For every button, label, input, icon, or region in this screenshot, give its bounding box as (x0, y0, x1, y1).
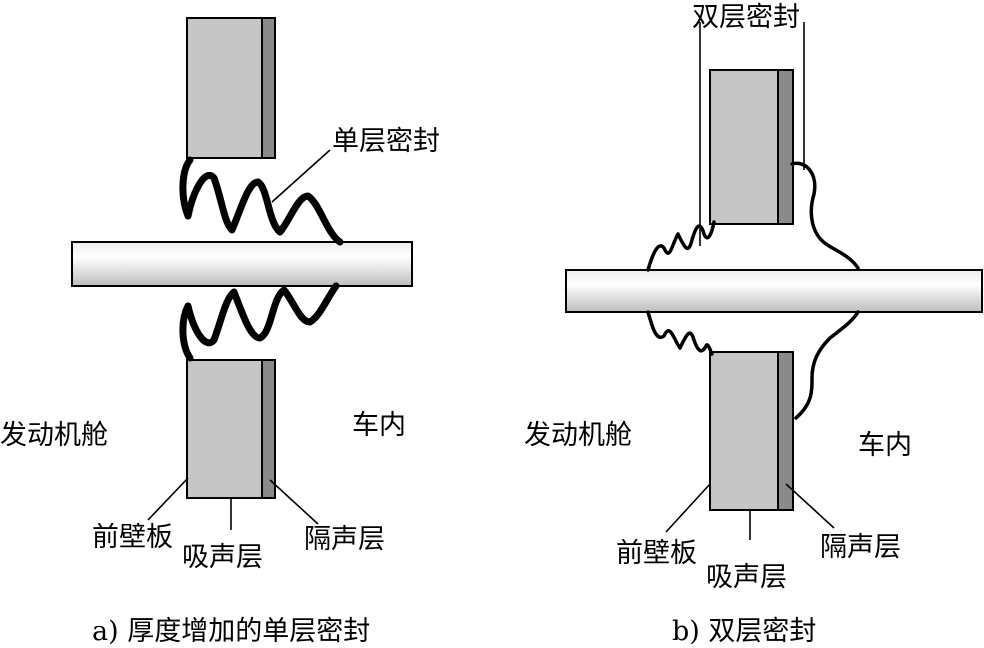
insulation-leader-b (785, 483, 835, 529)
front-wall-leader-a (147, 477, 189, 521)
seal-label-a: 单层密封 (332, 126, 440, 157)
engine-bay-label-a: 发动机舱 (0, 420, 108, 451)
insulation-leader-a (269, 479, 319, 525)
absorber-label-b: 吸声层 (706, 562, 787, 593)
engine-bay-label-b: 发动机舱 (524, 420, 632, 451)
cabin-label-b: 车内 (858, 430, 912, 461)
caption-b: b) 双层密封 (672, 616, 816, 647)
shaft-b (565, 269, 983, 313)
caption-a: a) 厚度增加的单层密封 (92, 616, 370, 647)
lower-wall-a (186, 359, 276, 499)
front-wall-label-a: 前壁板 (92, 522, 173, 553)
insulation-label-a: 隔声层 (304, 524, 385, 555)
left-lower-seal-b (646, 310, 714, 356)
upper-seal-a (179, 156, 344, 246)
upper-wall-a (186, 17, 276, 159)
right-lower-seal-b (794, 310, 860, 420)
lower-seal-a (179, 282, 340, 362)
seal-leader-a (271, 149, 331, 203)
left-upper-seal-b (646, 220, 716, 272)
diagram-a: 单层密封 发动机舱 车内 前壁板 吸声层 隔声层 a) 厚度增加的单层密封 (0, 17, 440, 647)
cabin-label-a: 车内 (352, 410, 406, 441)
right-upper-seal-b (790, 161, 860, 270)
front-wall-leader-b (665, 483, 711, 533)
lower-wall-b (709, 351, 794, 511)
seal-label-b: 双层密封 (692, 2, 800, 33)
absorber-label-a: 吸声层 (182, 542, 263, 573)
shaft-a (71, 241, 413, 287)
upper-wall-b (709, 69, 794, 225)
insulation-label-b: 隔声层 (820, 532, 901, 563)
diagram-b: 双层密封 发动机舱 车内 前壁板 吸声层 隔声层 b) 双层密封 (524, 2, 983, 647)
front-wall-label-b: 前壁板 (616, 538, 697, 569)
